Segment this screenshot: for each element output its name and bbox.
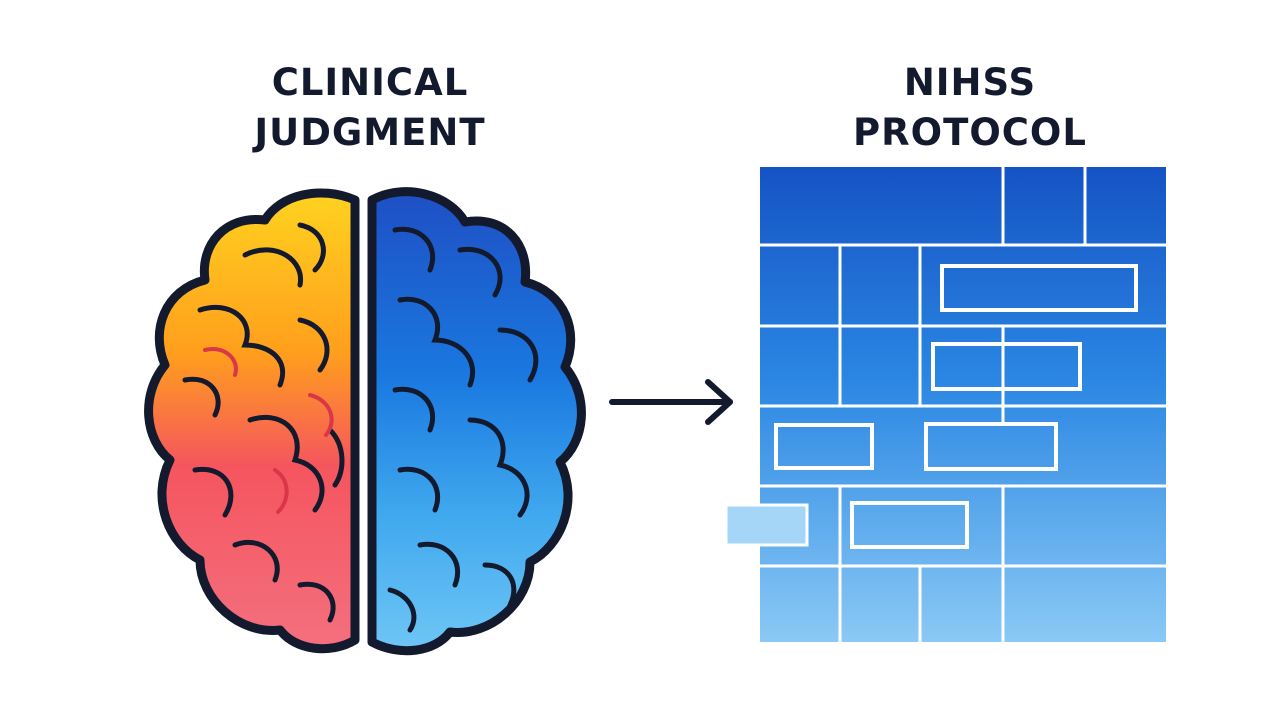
brain-icon <box>144 187 586 656</box>
brain-left-accent-folds <box>203 347 334 514</box>
arrow-right-icon <box>609 379 733 425</box>
brain-left-folds <box>182 222 345 623</box>
protocol-step-boxes <box>774 264 1138 549</box>
protocol-step-box <box>924 422 1058 471</box>
nihss-protocol-title-line-2: PROTOCOL <box>853 111 1087 154</box>
clinical-judgment-title-line-2: JUDGMENT <box>254 111 486 154</box>
flowchart-grid-icon <box>724 167 1166 642</box>
protocol-step-box <box>774 423 874 470</box>
nihss-protocol-title-line-1: NIHSS <box>903 61 1037 104</box>
nihss-protocol-title: NIHSS PROTOCOL <box>760 58 1180 158</box>
protocol-step-box <box>931 342 1082 391</box>
arrow-head <box>705 379 733 425</box>
protocol-step-box <box>850 501 969 549</box>
protocol-offset-block <box>724 503 809 547</box>
brain-right-folds <box>387 226 539 633</box>
clinical-judgment-title: CLINICAL JUDGMENT <box>170 58 570 158</box>
clinical-judgment-title-line-1: CLINICAL <box>271 61 469 104</box>
protocol-step-box <box>940 264 1138 312</box>
protocol-grid-lines <box>760 167 1166 642</box>
